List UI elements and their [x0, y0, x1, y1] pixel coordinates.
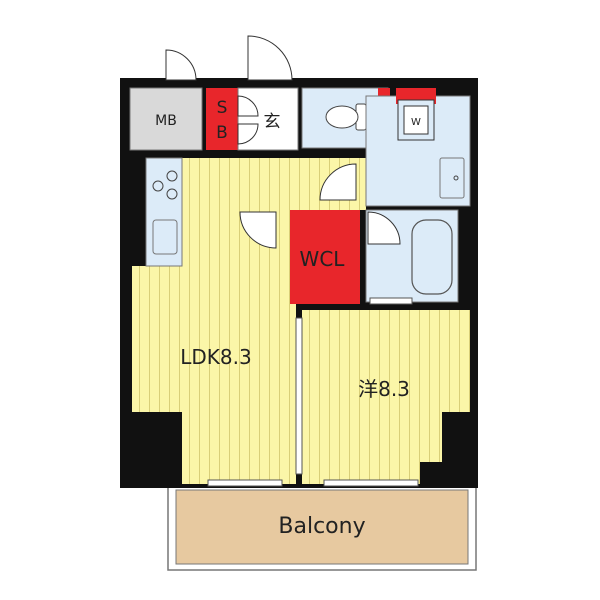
entrance-door-icon	[247, 35, 293, 81]
toilet-icon	[325, 103, 367, 131]
balcony-label: Balcony	[278, 514, 365, 539]
bath-door-icon	[367, 211, 401, 245]
shoe-box	[206, 88, 238, 150]
wcl-room	[290, 210, 360, 304]
washbasin-drain-icon	[453, 175, 459, 181]
sb-door-icon	[237, 95, 259, 117]
western-room-label: 洋8.3	[358, 377, 410, 401]
stove-icon	[152, 170, 178, 200]
ldk-door-icon	[239, 211, 277, 249]
washer-icon	[403, 105, 429, 135]
washbasin-icon	[439, 157, 465, 199]
sb-door-lower-icon	[237, 123, 259, 145]
entrance-label: 玄	[264, 112, 281, 132]
sb-label-bottom: B	[216, 123, 228, 143]
western-room-floor	[302, 310, 470, 484]
bathtub-icon	[411, 219, 453, 295]
wcl-label: WCL	[300, 247, 346, 271]
kitchen-sink-icon	[152, 219, 178, 255]
sliding-door-partition	[295, 317, 303, 475]
western-window	[323, 479, 419, 487]
ldk-window	[207, 479, 283, 487]
ldk-label: LDK8.3	[180, 345, 251, 369]
sb-label-top: S	[217, 98, 228, 118]
balcony-floor	[175, 489, 469, 565]
mb-room	[129, 87, 203, 151]
bath-window	[369, 297, 413, 305]
wash-door-icon	[319, 163, 357, 201]
mb-label: MB	[155, 113, 177, 129]
washer-label: W	[411, 117, 421, 128]
mb-door-icon	[165, 49, 197, 81]
